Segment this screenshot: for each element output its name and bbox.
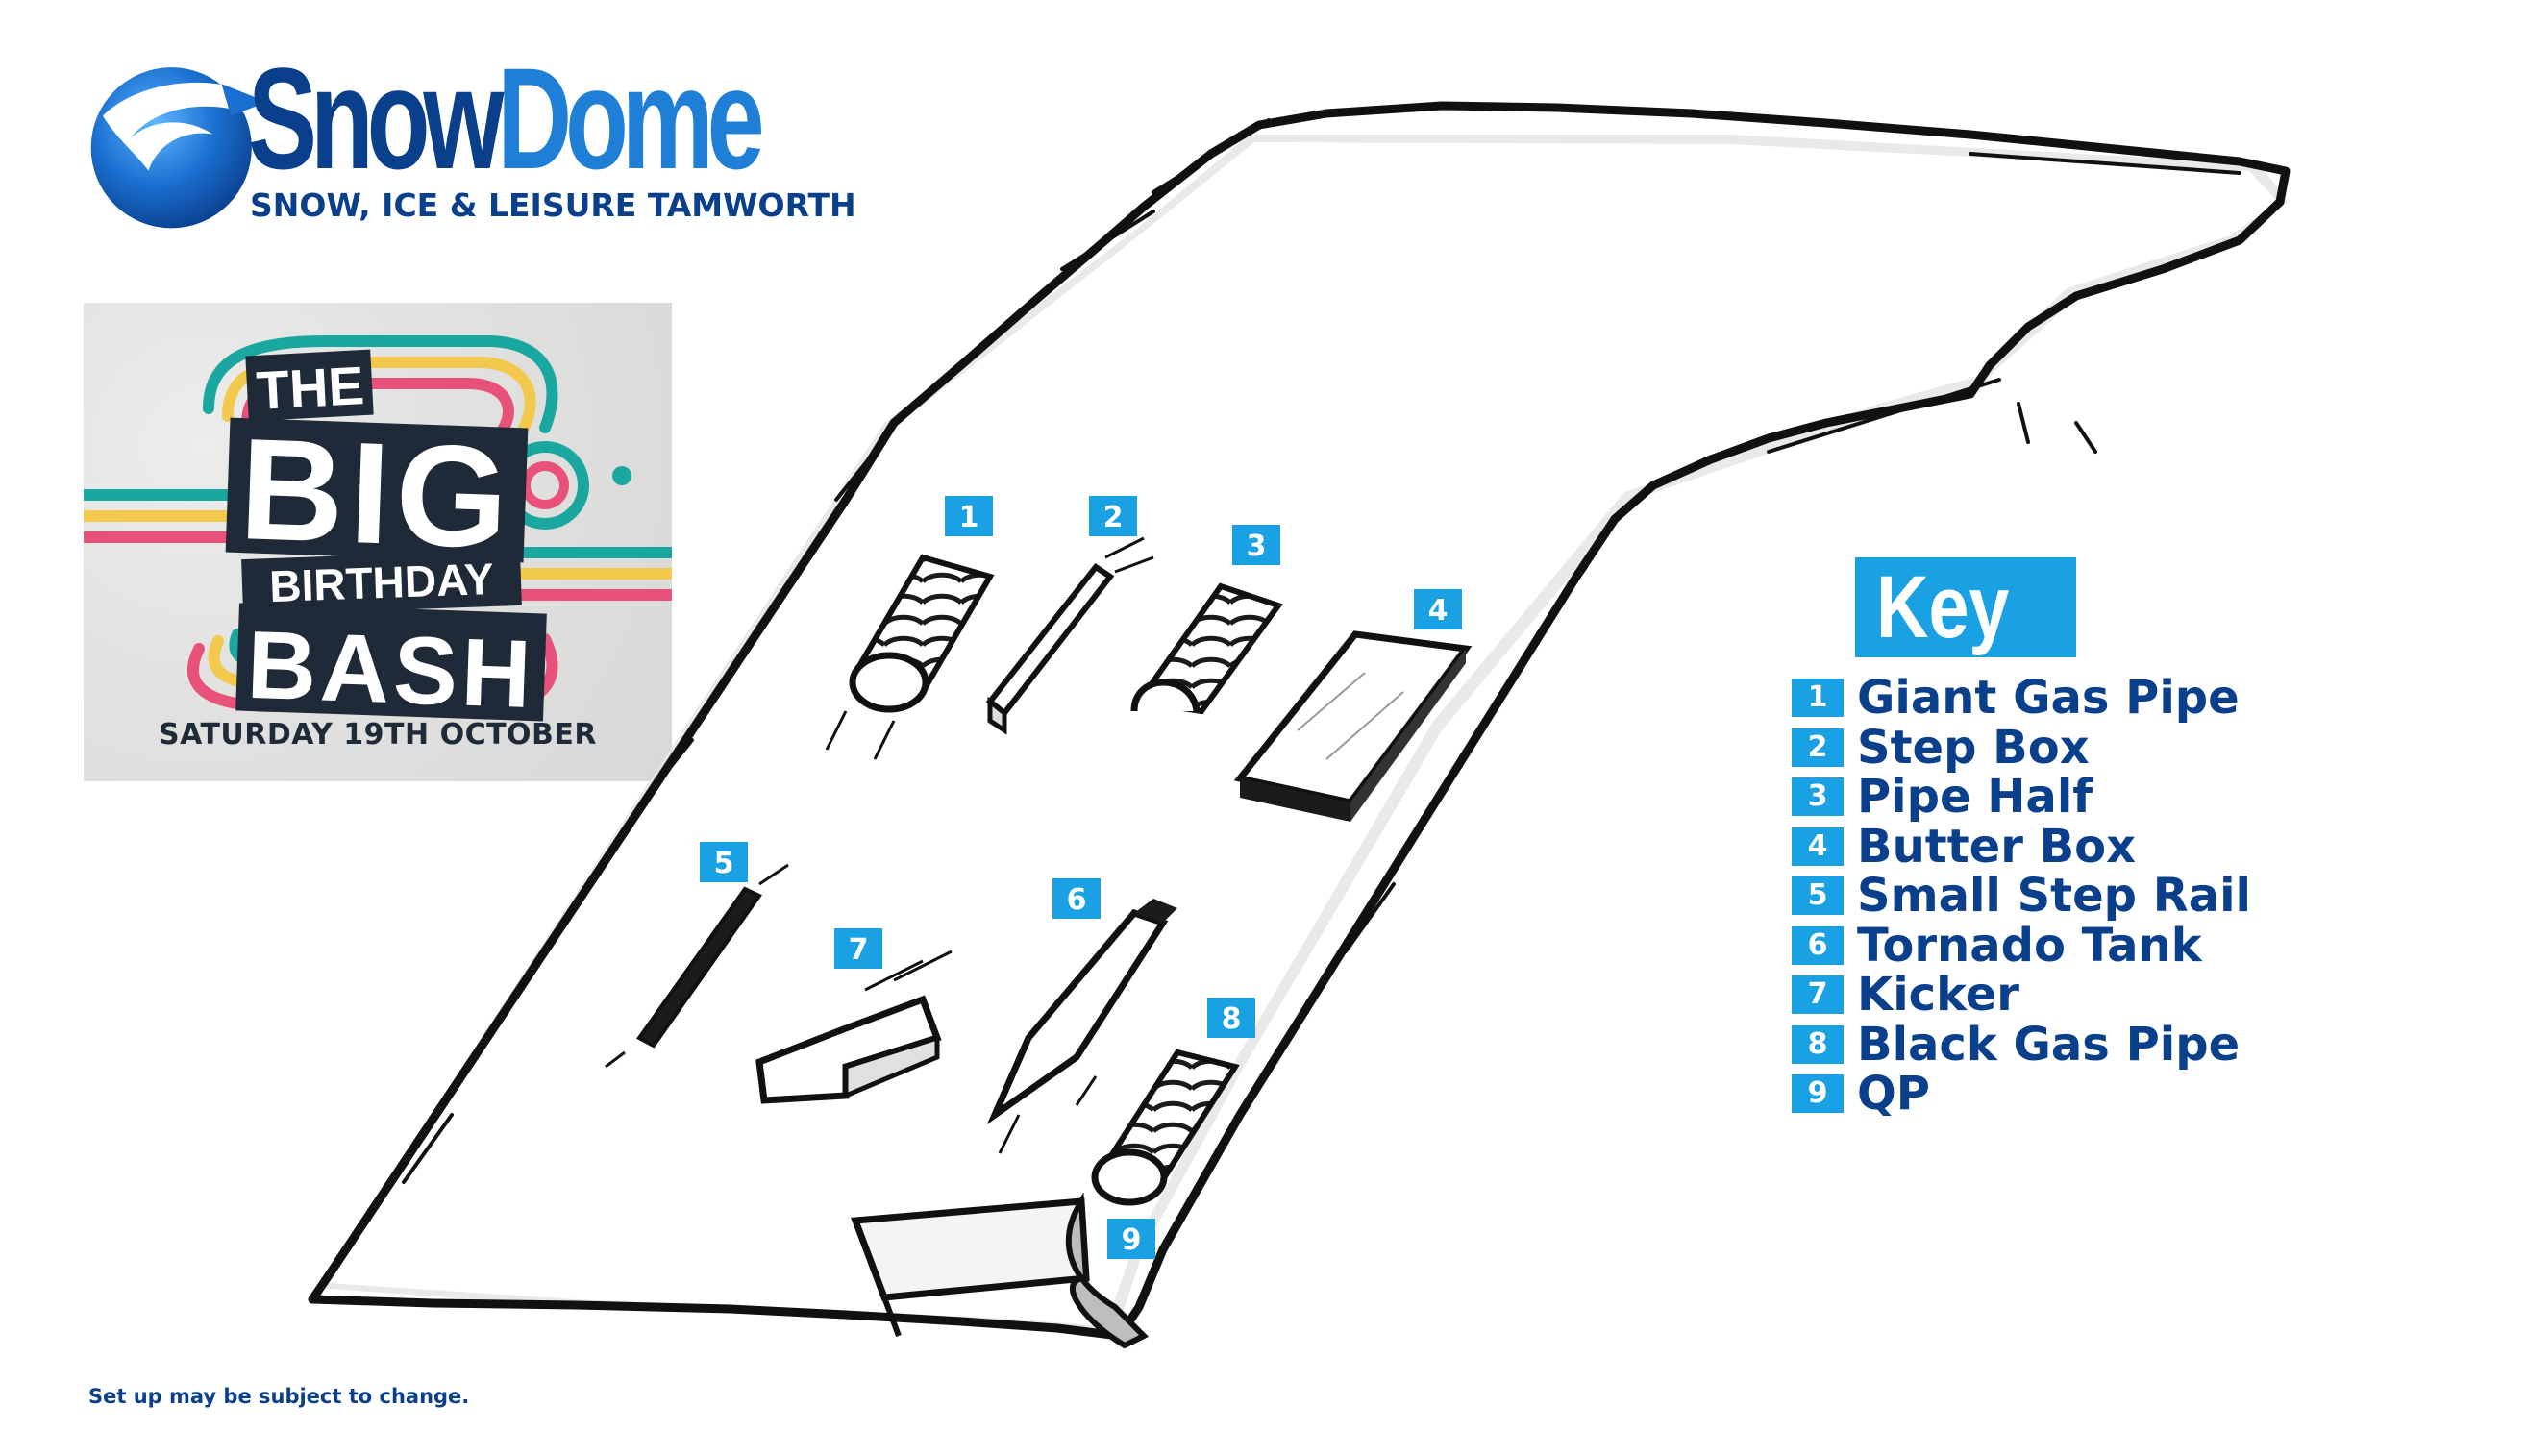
slope-outline [308,101,2291,1341]
brand-name-snow: Snow [248,37,504,199]
map-marker-1: 1 [945,496,993,536]
key-item-kicker: 7 Kicker [1792,968,2484,1022]
event-poster: THE BIG BIRTHDAY BASH SATURDAY 19TH OCTO… [84,303,672,781]
feature-butter-box [1233,630,1473,822]
brand-name-dome: Dome [497,37,764,199]
poster-title-bash: BASH [245,611,536,728]
map-marker-6: 6 [1052,878,1101,919]
map-marker-8: 8 [1207,998,1255,1038]
feature-step-box [985,536,1154,735]
map-marker-3: 3 [1232,525,1280,565]
snowdome-logo-mark-icon [90,67,267,229]
poster-title-big: BIG [237,407,516,579]
key-item-number: 3 [1792,777,1844,816]
map-marker-5: 5 [700,842,748,882]
svg-text:2: 2 [1103,501,1124,534]
brand-wordmark: SnowDome [248,46,765,190]
snowdome-logo: SnowDome SNOW, ICE & LEISURE TAMWORTH [85,46,856,238]
key-item-label: Black Gas Pipe [1857,1017,2241,1072]
event-poster-art: THE BIG BIRTHDAY BASH [84,335,672,728]
key-item-number: 7 [1792,975,1844,1014]
key-item-number: 9 [1792,1074,1844,1113]
key-item-number: 6 [1792,925,1844,965]
disclaimer-note: Set up may be subject to change. [88,1385,470,1408]
svg-text:5: 5 [714,847,734,880]
key-item-label: QP [1857,1067,1930,1121]
key-item-number: 1 [1792,679,1844,717]
key-list: 1 Giant Gas Pipe 2 Step Box 3 Pipe Half … [1792,671,2484,1121]
key-item-number: 5 [1792,876,1844,915]
svg-text:8: 8 [1222,1002,1242,1036]
svg-text:4: 4 [1428,594,1449,628]
event-date: SATURDAY 19TH OCTOBER [158,718,598,752]
svg-text:7: 7 [849,933,869,967]
key-item-label: Small Step Rail [1857,869,2251,923]
feature-giant-gas-pipe [825,554,995,760]
key-item-step-box: 2 Step Box [1792,721,2484,775]
key-item-giant-gas-pipe: 1 Giant Gas Pipe [1792,671,2484,725]
key-item-qp: 9 QP [1792,1067,2484,1121]
key-item-tornado-tank: 6 Tornado Tank [1792,919,2484,973]
key-item-label: Tornado Tank [1857,918,2202,973]
svg-text:3: 3 [1247,530,1267,563]
svg-text:6: 6 [1067,883,1087,917]
feature-small-step-rail [605,863,789,1069]
key-item-label: Butter Box [1857,819,2137,874]
key-item-number: 4 [1792,827,1844,866]
svg-text:9: 9 [1122,1223,1142,1257]
poster-title-the: THE [255,355,365,421]
key-heading-label: Key [1876,558,2010,656]
key-item-small-step-rail: 5 Small Step Rail [1792,869,2484,923]
map-marker-9: 9 [1107,1219,1155,1259]
key-item-label: Pipe Half [1857,770,2093,824]
key-item-butter-box: 4 Butter Box [1792,820,2484,874]
svg-text:1: 1 [959,501,979,534]
feature-black-gas-pipe [1091,1049,1240,1206]
key-item-label: Giant Gas Pipe [1857,671,2240,725]
key-item-black-gas-pipe: 8 Black Gas Pipe [1792,1018,2484,1072]
slope-sketch-strokes [402,118,2241,1184]
map-marker-7: 7 [834,928,882,969]
map-marker-2: 2 [1089,496,1137,536]
feature-kicker [755,950,953,1104]
key-item-label: Kicker [1857,968,2019,1022]
poster-title-blocks [225,349,632,722]
poster-title-birthday: BIRTHDAY [268,554,494,611]
feature-pipe-half [1130,582,1283,715]
key-item-number: 2 [1792,728,1844,767]
brand-tagline: SNOW, ICE & LEISURE TAMWORTH [250,186,856,224]
feature-qp [851,1192,1150,1349]
key-item-label: Step Box [1857,720,2090,775]
map-marker-4: 4 [1414,589,1462,629]
key-item-pipe-half: 3 Pipe Half [1792,770,2484,824]
key-heading: Key [1855,557,2076,657]
key-item-number: 8 [1792,1024,1844,1064]
feature-tornado-tank [986,899,1177,1154]
